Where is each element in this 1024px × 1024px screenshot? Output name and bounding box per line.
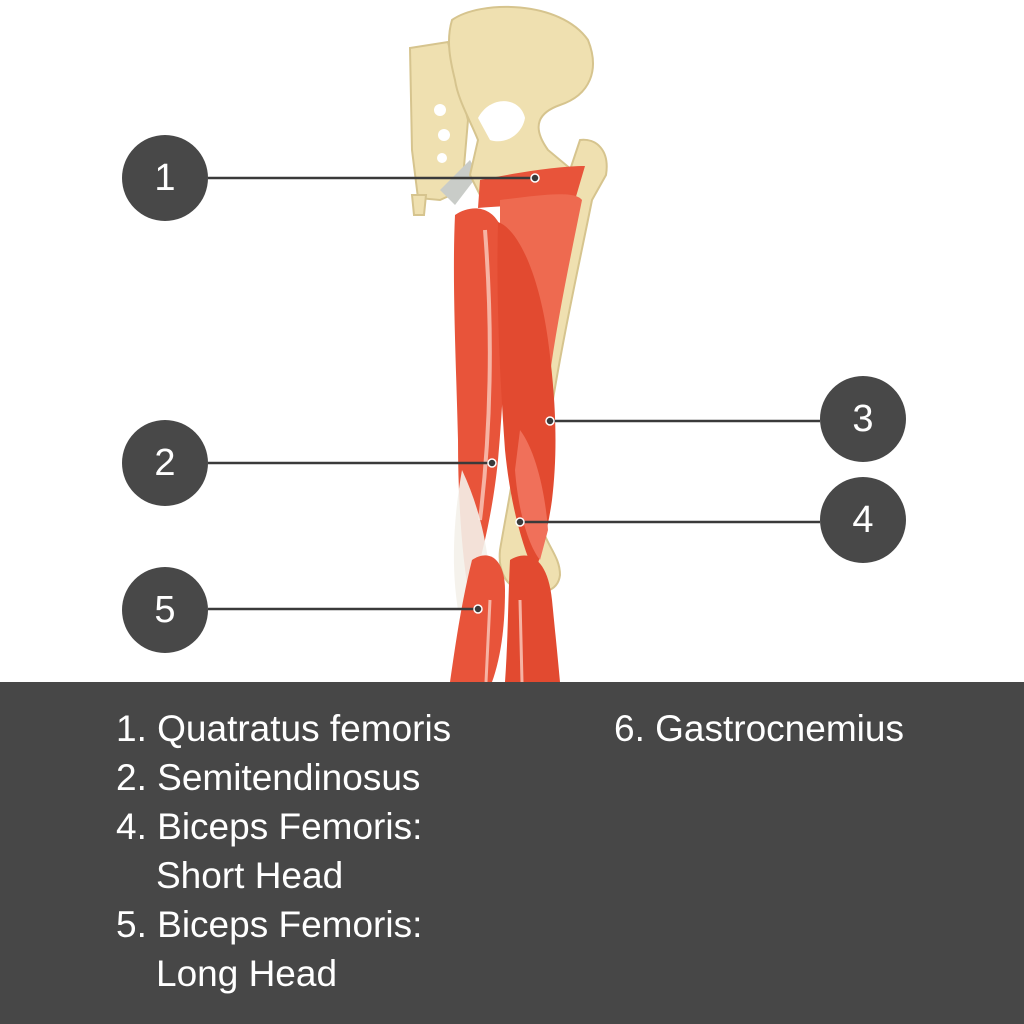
legend-item-text: 2. Semitendinosus [116, 757, 421, 798]
legend-column-right: 6. Gastrocnemius [614, 704, 904, 753]
legend-column-left: 1. Quatratus femoris 2. Semitendinosus 4… [116, 704, 451, 998]
marker-4: 4 [820, 477, 906, 563]
marker-3: 3 [820, 376, 906, 462]
legend-item-text: 5. Biceps Femoris: [116, 904, 423, 945]
legend-item-text: 1. Quatratus femoris [116, 708, 452, 749]
legend-panel: 1. Quatratus femoris 2. Semitendinosus 4… [0, 682, 1024, 1024]
obturator-foramen [478, 101, 525, 142]
coccyx [410, 194, 428, 216]
gastrocnemius-midline [484, 599, 524, 682]
biceps-femoris-short-head [515, 430, 548, 560]
legend-item-4: 4. Biceps Femoris: Short Head [116, 802, 451, 900]
marker-1: 1 [122, 135, 208, 221]
legend-item-6: 6. Gastrocnemius [614, 704, 904, 753]
sacrotuberous-ligament [440, 160, 478, 205]
adductor-magnus-muscle [500, 194, 582, 390]
gastrocnemius-medial-head [450, 555, 505, 682]
sacral-foramen [438, 129, 450, 141]
sacral-foramen [434, 104, 446, 116]
legend-item-continuation: Long Head [156, 953, 338, 994]
hip-bone [447, 5, 594, 202]
sacral-foramen [437, 153, 447, 163]
marker-2: 2 [122, 420, 208, 506]
legend-item-1: 1. Quatratus femoris [116, 704, 451, 753]
legend-item-continuation: Short Head [156, 855, 344, 896]
semitendinosus-tendon-stripe [478, 229, 492, 521]
legend-item-text: 6. Gastrocnemius [614, 708, 904, 749]
marker-5: 5 [122, 567, 208, 653]
gastrocnemius-lateral-head [505, 555, 560, 682]
legend-item-2: 2. Semitendinosus [116, 753, 451, 802]
legend-item-5: 5. Biceps Femoris: Long Head [116, 900, 451, 998]
hamstring-illustration [208, 5, 820, 682]
legend-item-text: 4. Biceps Femoris: [116, 806, 423, 847]
